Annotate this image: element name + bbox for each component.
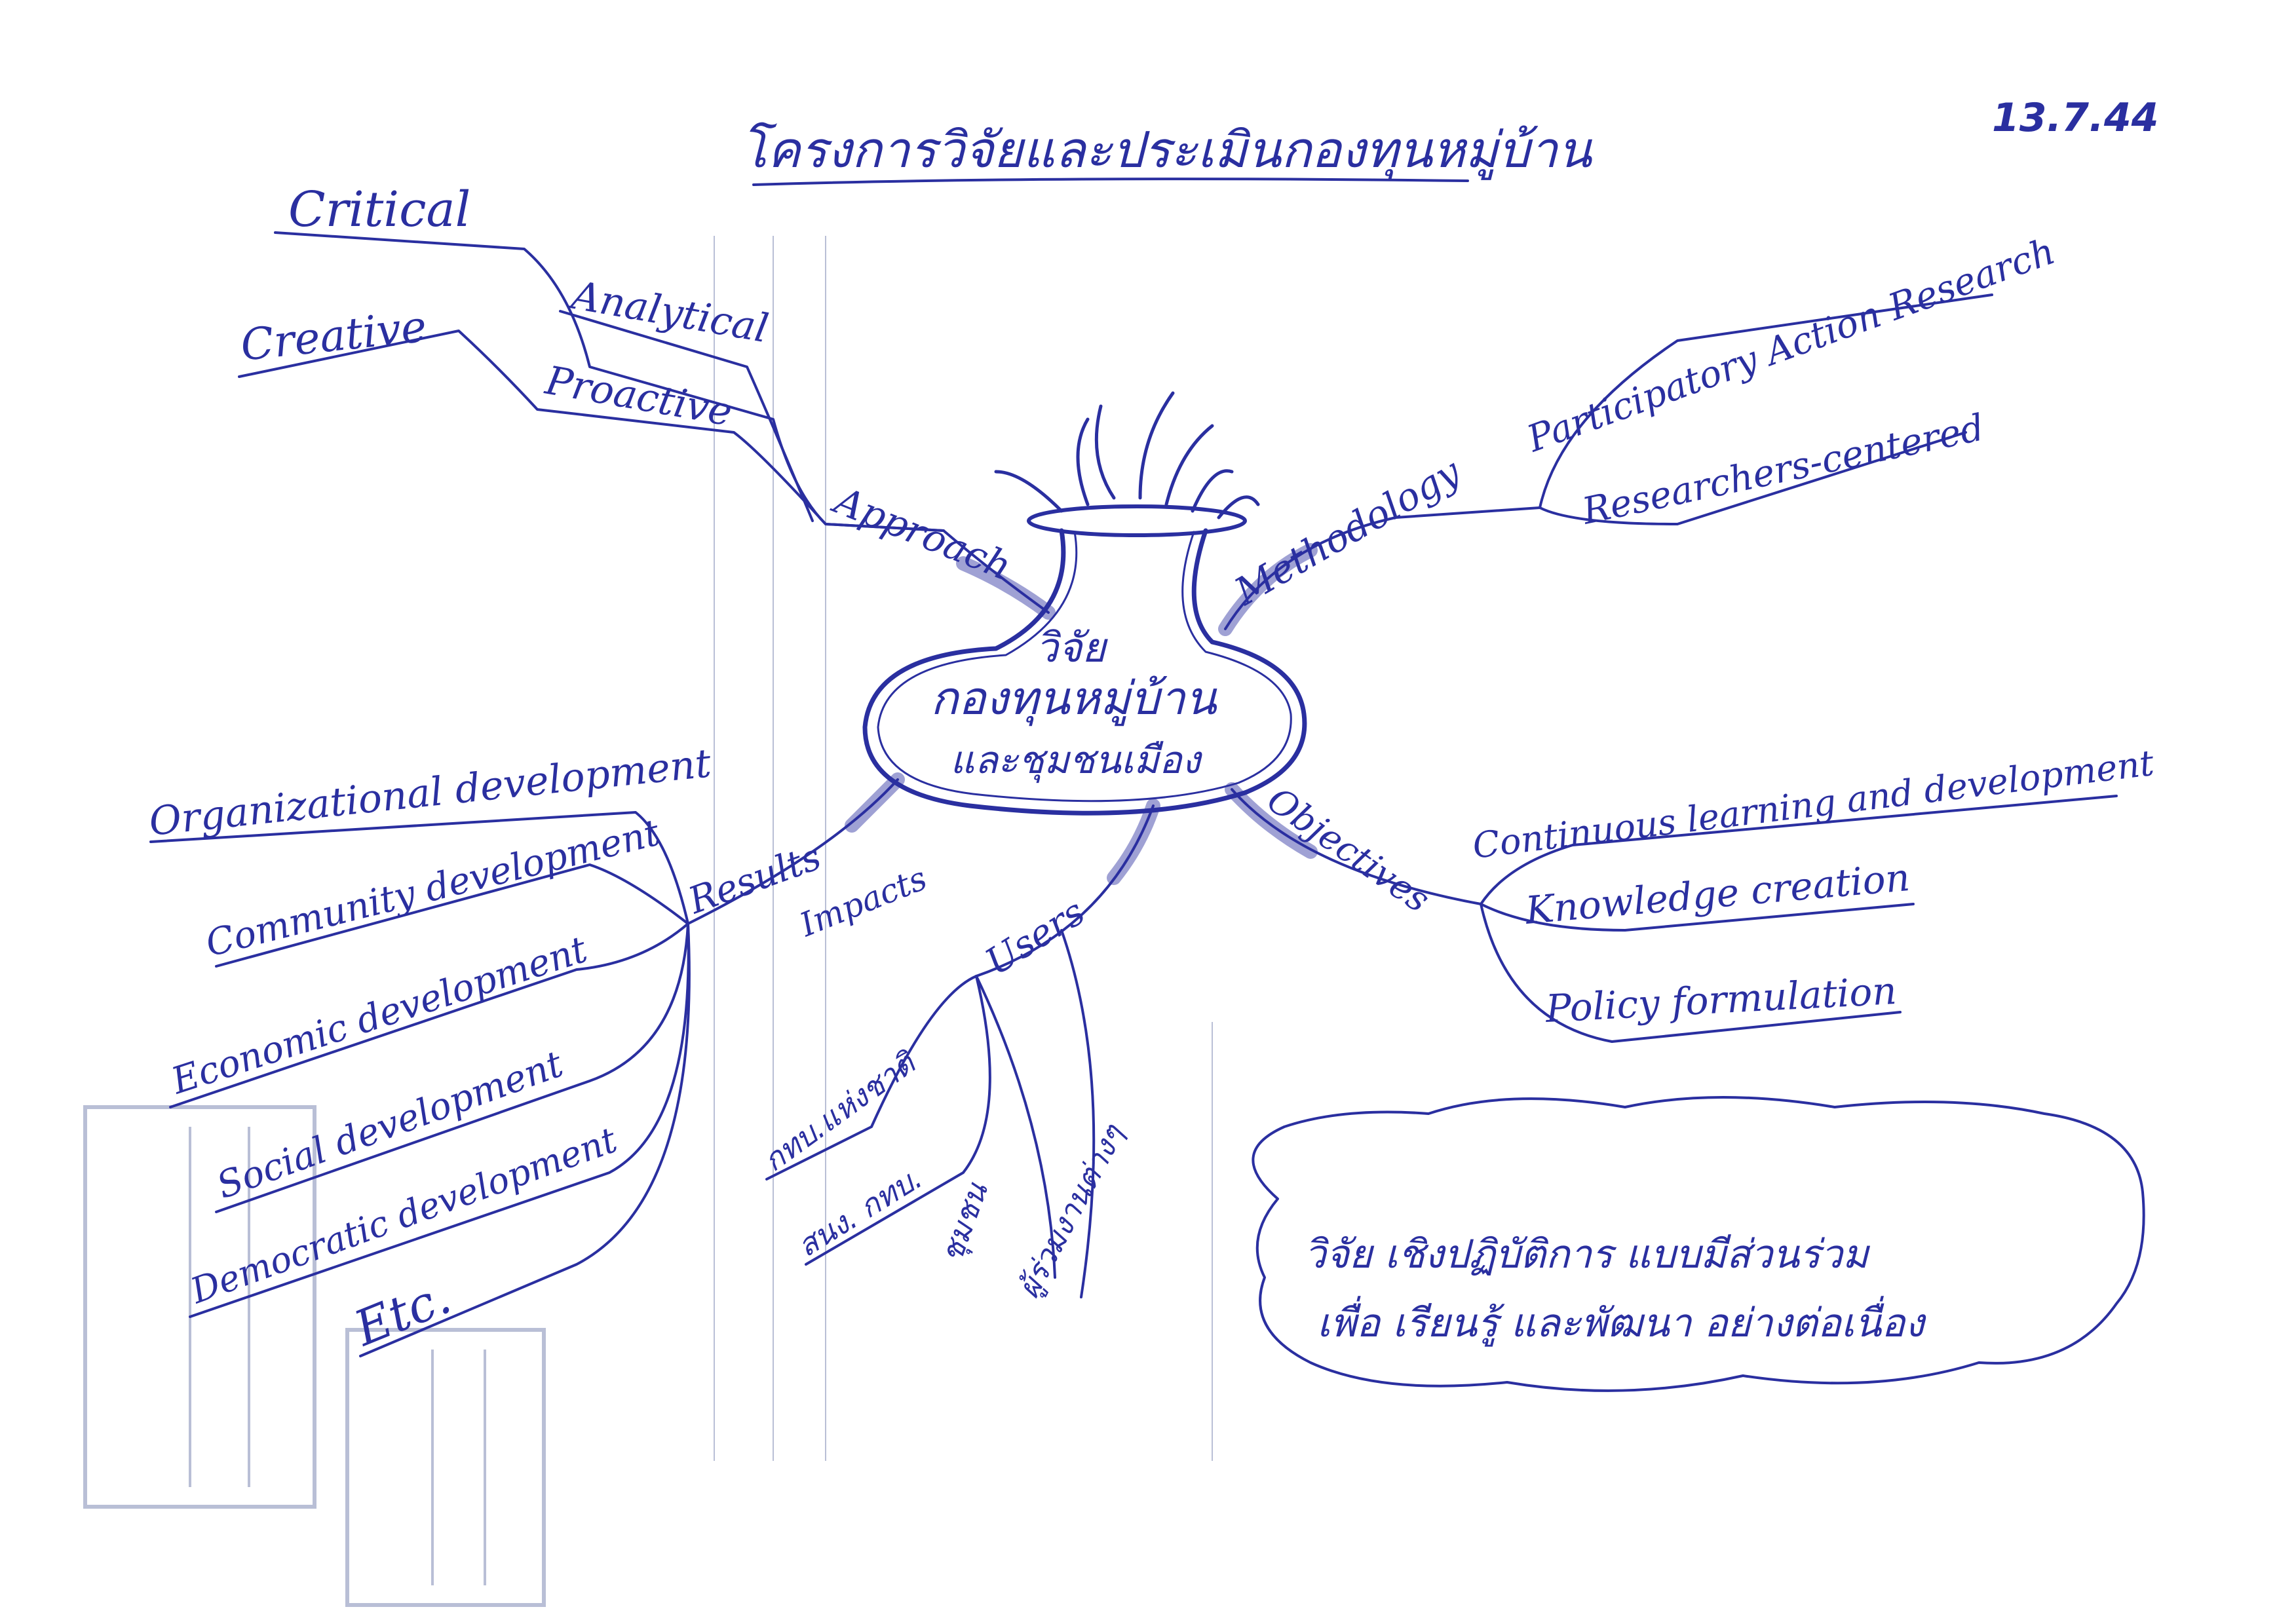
users-line-4 (1060, 929, 1096, 1298)
users-item-3: ชุมชน (934, 1177, 996, 1267)
users-item-4: ผู้ร่วมงานต่างๆ (1010, 1118, 1132, 1304)
users-branch: Users กทบ.แห่งชาติ สนง. กทบ. ชุมชน ผู้ร่… (757, 799, 1160, 1304)
objectives-item-policy: Policy formulation (1544, 968, 1898, 1031)
objectives-line-policy (1480, 903, 1902, 1043)
approach-item-critical: Critical (288, 181, 470, 238)
objectives-line-knowledge (1480, 903, 1915, 932)
stamp-box-left (83, 1105, 316, 1509)
users-line-3 (975, 975, 1056, 1279)
vase-body (862, 528, 1307, 816)
methodology-branch: Methodology Participatory Action Researc… (1218, 230, 2061, 636)
center-line-3: และชุมชนเมือง (950, 738, 1203, 784)
users-item-2: สนง. กทบ. (791, 1160, 928, 1264)
sprout-3 (1138, 391, 1175, 500)
center-line-2: กองทุนหมู่บ้าน (930, 671, 1218, 727)
note-line-2: เพื่อ เรียนรู้ และพัฒนา อย่างต่อเนื่อง (1317, 1296, 1926, 1347)
cloud-note: วิจัย เชิงปฏิบัติการ แบบมีส่วนร่วม เพื่อ… (1252, 1096, 2145, 1392)
sprout-1 (1076, 417, 1090, 506)
note-line-1: วิจัย เชิงปฏิบัติการ แบบมีส่วนร่วม (1304, 1232, 1871, 1277)
results-item-etc: Etc. (346, 1268, 459, 1357)
sprout-6 (994, 470, 1063, 513)
date-label: 13.7.44 (1992, 95, 2158, 141)
users-line-2 (805, 975, 991, 1266)
objectives-line-main (1231, 788, 1482, 905)
objectives-item-continuous: Continuous learning and development (1470, 742, 2156, 867)
methodology-hatch (1218, 543, 1318, 636)
approach-line-creative (238, 330, 945, 532)
approach-item-analytical: Analytical (565, 272, 771, 352)
users-line-1 (765, 975, 978, 1180)
approach-branch: Critical Analytical Creative Proactive A… (238, 181, 1056, 620)
page-title: โครงการวิจัยและประเมินกองทุนหมู่บ้าน (740, 121, 1593, 180)
results-line-etc (359, 922, 691, 1357)
vase-body-inner (877, 531, 1292, 803)
sprout-2 (1094, 404, 1116, 500)
title-underline (752, 178, 1469, 186)
users-label: Users (978, 891, 1092, 984)
methodology-label: Methodology (1227, 449, 1468, 614)
approach-item-proactive: Proactive (541, 358, 735, 436)
approach-line-analytical (559, 310, 814, 522)
results-line-economic (169, 922, 689, 1108)
methodology-line-par (1539, 293, 1993, 509)
users-line-main (975, 804, 1155, 977)
sprout-5 (1191, 469, 1234, 513)
methodology-line-main (1224, 506, 1541, 630)
objectives-hatch (1225, 782, 1318, 859)
approach-hatch (956, 556, 1056, 620)
background-stamps (83, 236, 1213, 1607)
results-line-community (215, 863, 689, 968)
sprout-4 (1164, 424, 1214, 506)
results-line-organizational (149, 811, 689, 925)
results-line-social (215, 922, 689, 1213)
objectives-label: Objectives (1260, 779, 1438, 920)
center-line-1: วิจัย (1035, 624, 1108, 671)
results-line-main (687, 778, 899, 925)
users-hatch (1107, 799, 1160, 885)
objectives-line-continuous (1480, 795, 2118, 905)
cloud-outline (1252, 1096, 2145, 1392)
users-item-1: กทบ.แห่งชาติ (757, 1044, 924, 1179)
objectives-branch: Objectives Continuous learning and devel… (1225, 742, 2156, 1043)
results-hatch (845, 772, 905, 833)
vase-rim (1027, 504, 1247, 537)
central-vase: วิจัย กองทุนหมู่บ้าน และชุมชนเมือง (862, 391, 1307, 816)
methodology-line-researchers (1539, 431, 1967, 525)
methodology-item-researchers: Researchers-centered (1578, 406, 1987, 533)
results-branch: Results Impacts Organizational developme… (147, 740, 932, 1357)
approach-item-creative: Creative (239, 301, 429, 371)
stamp-box-right (345, 1328, 546, 1607)
approach-label: Approach (826, 477, 1018, 589)
